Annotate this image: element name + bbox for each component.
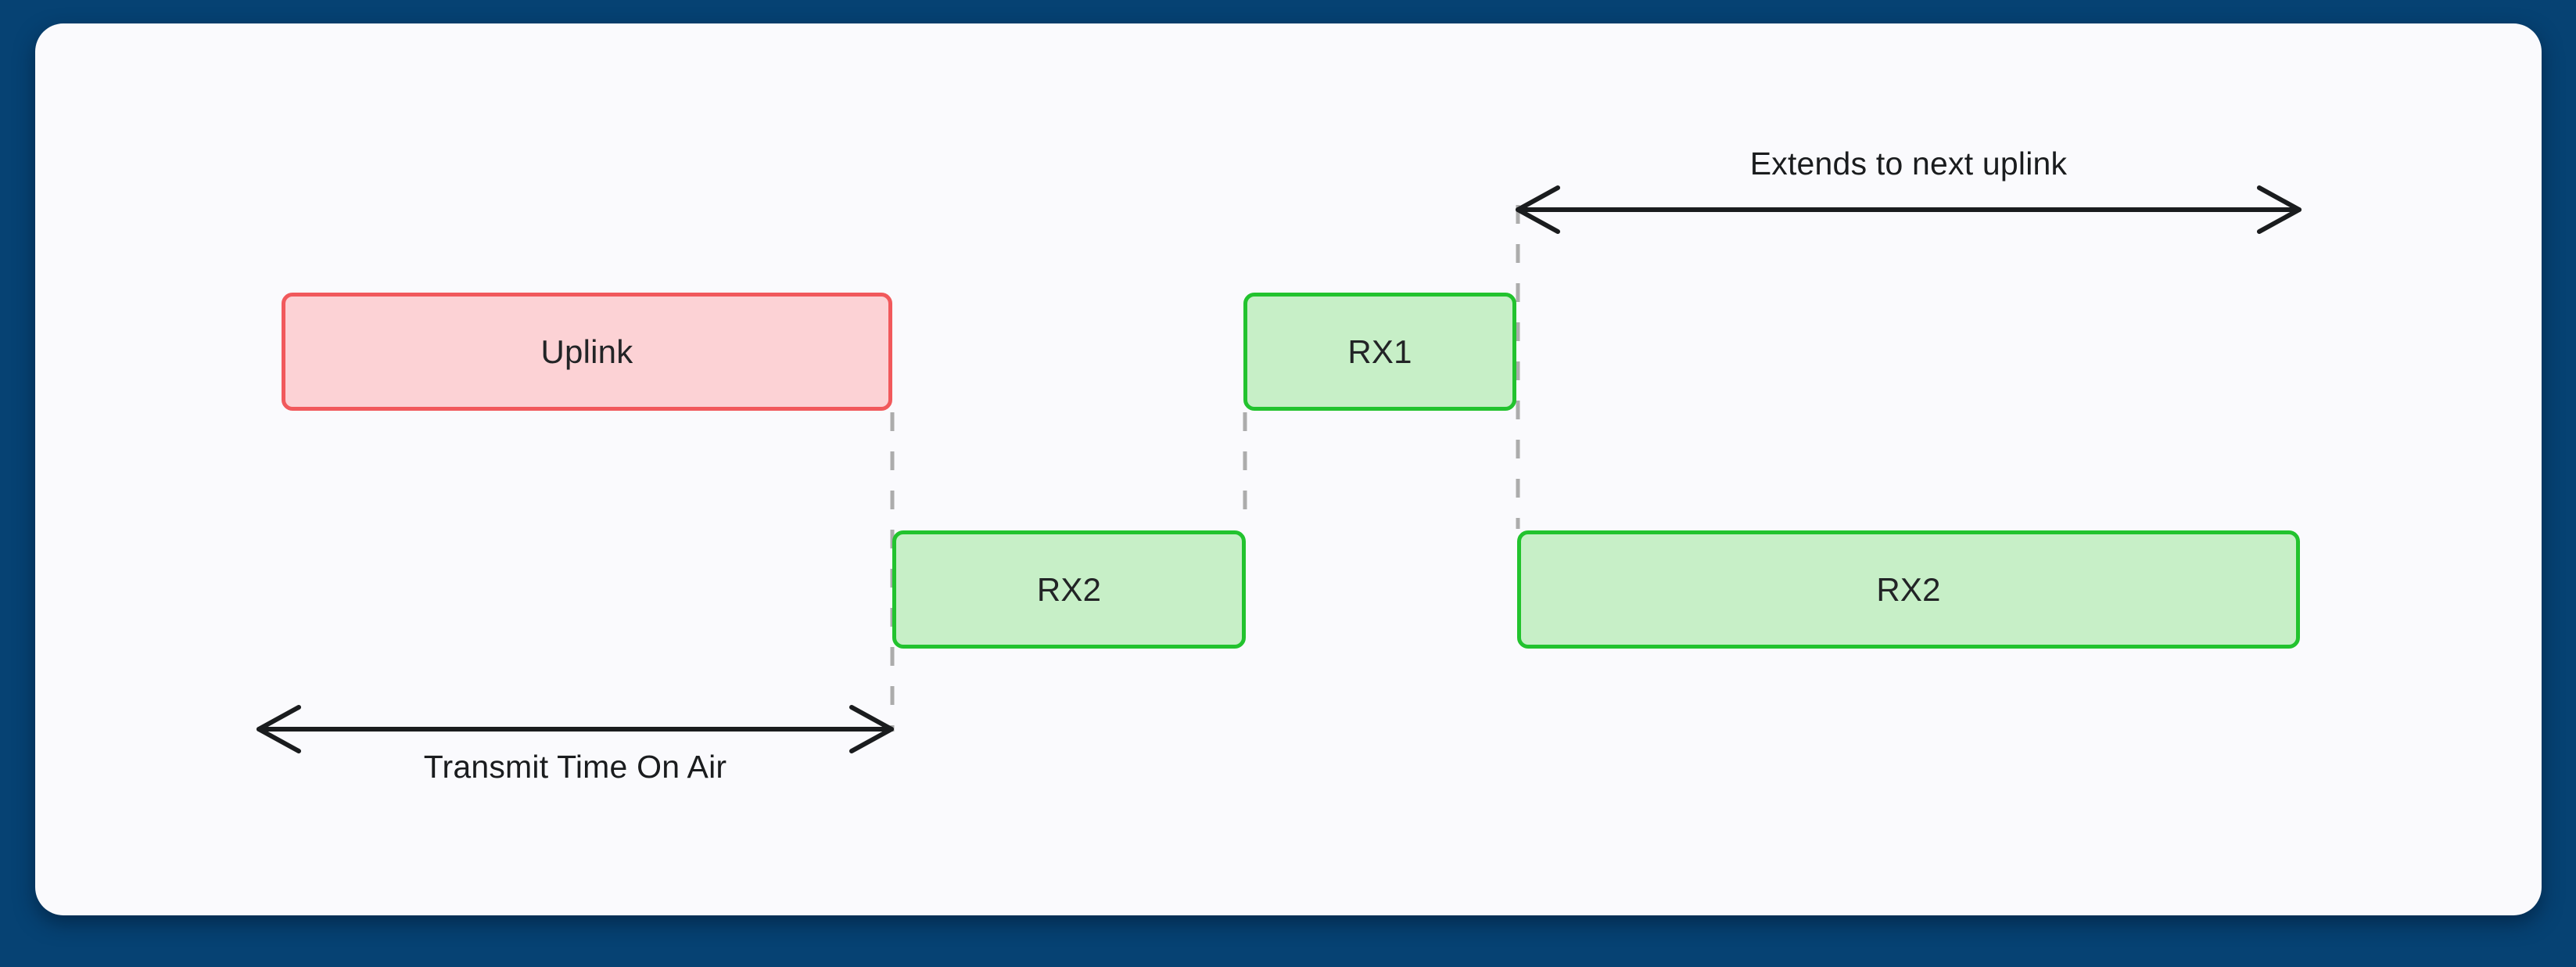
uplink-block[interactable]: Uplink bbox=[282, 293, 892, 411]
uplink-block-label: Uplink bbox=[540, 333, 633, 370]
rx1-block-label: RX1 bbox=[1347, 333, 1412, 370]
diagram-card bbox=[35, 23, 2542, 915]
rx1-block[interactable]: RX1 bbox=[1243, 293, 1516, 411]
extends-to-next-uplink-label: Extends to next uplink bbox=[1749, 146, 2068, 182]
rx2-block-first[interactable]: RX2 bbox=[892, 530, 1246, 649]
rx2-block-extended-label: RX2 bbox=[1876, 570, 1941, 608]
rx2-block-first-label: RX2 bbox=[1036, 570, 1102, 608]
rx2-block-extended[interactable]: RX2 bbox=[1517, 530, 2300, 649]
transmit-time-on-air-label: Transmit Time On Air bbox=[423, 749, 727, 785]
